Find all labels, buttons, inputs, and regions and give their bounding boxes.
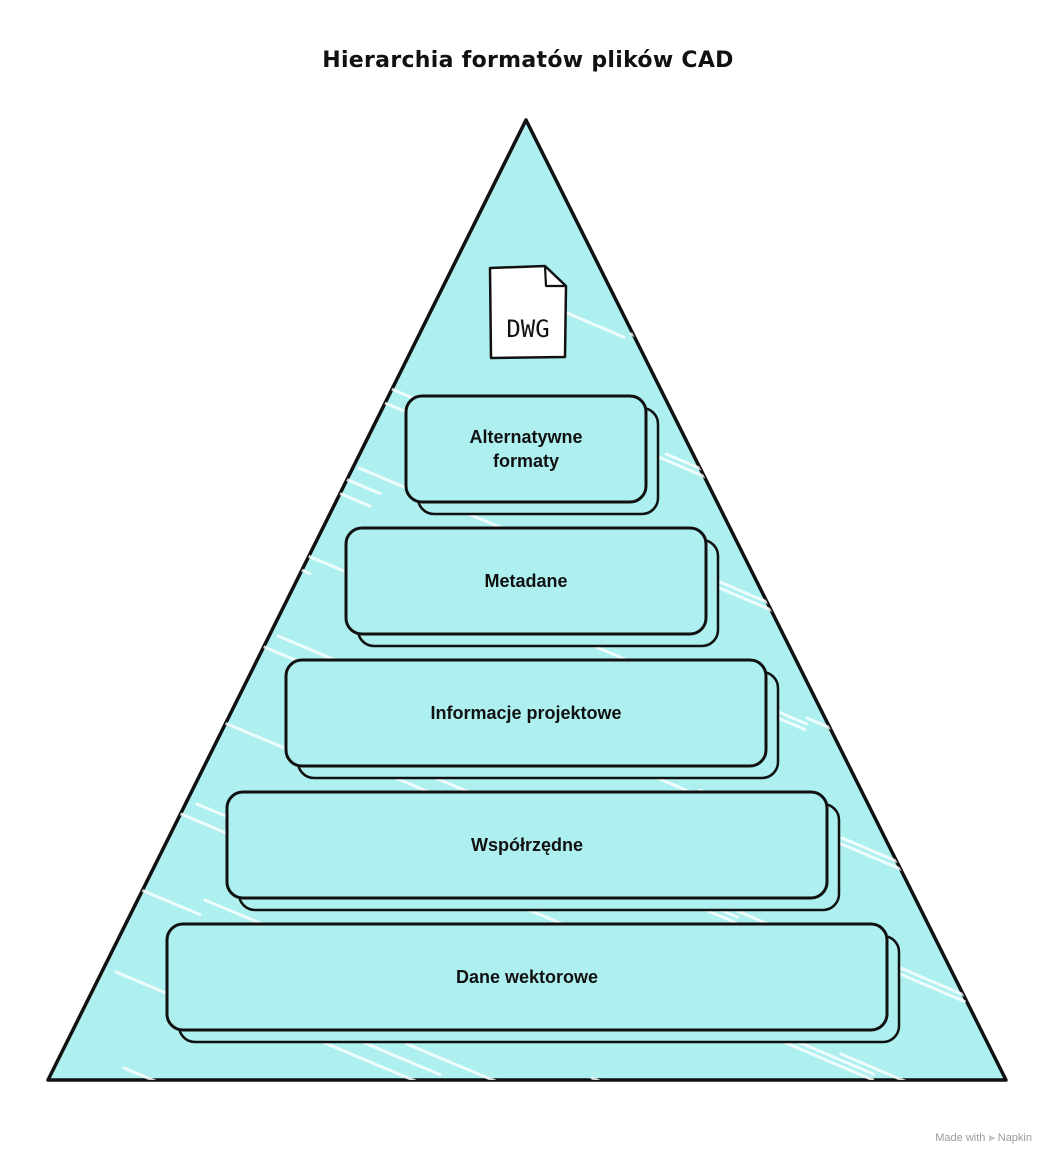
tier-alternatywne-formaty: Alternatywne formaty: [404, 394, 660, 516]
tier-informacje-projektowe: Informacje projektowe: [284, 658, 780, 780]
file-icon: DWG: [488, 264, 568, 360]
tier-label-informacje-projektowe: Informacje projektowe: [430, 703, 621, 723]
watermark-brand: Napkin: [997, 1132, 1032, 1144]
watermark: Made with ⪢ Napkin: [935, 1132, 1032, 1145]
diagram-title: Hierarchia formatów plików CAD: [322, 48, 734, 73]
tier-box-dane-wektorowe: [165, 922, 889, 1032]
tier-metadane: Metadane: [344, 526, 720, 648]
tier-label-alternatywne-formaty: formaty: [493, 451, 559, 471]
tier-box-metadane: [344, 526, 708, 636]
tier-box-wspolrzedne: [225, 790, 829, 900]
tier-label-dane-wektorowe: Dane wektorowe: [456, 967, 598, 987]
tier-box-alternatywne-formaty: [404, 394, 648, 504]
tier-box-informacje-projektowe: [284, 658, 768, 768]
tier-label-alternatywne-formaty: Alternatywne: [469, 427, 582, 447]
tier-dane-wektorowe: Dane wektorowe: [165, 922, 901, 1044]
tier-wspolrzedne: Współrzędne: [225, 790, 841, 912]
napkin-logo-icon: ⪢: [988, 1132, 995, 1144]
file-icon-label: DWG: [506, 315, 549, 343]
tier-label-wspolrzedne: Współrzędne: [471, 835, 583, 855]
watermark-made-with: Made with: [935, 1132, 986, 1144]
tier-label-metadane: Metadane: [484, 571, 567, 591]
